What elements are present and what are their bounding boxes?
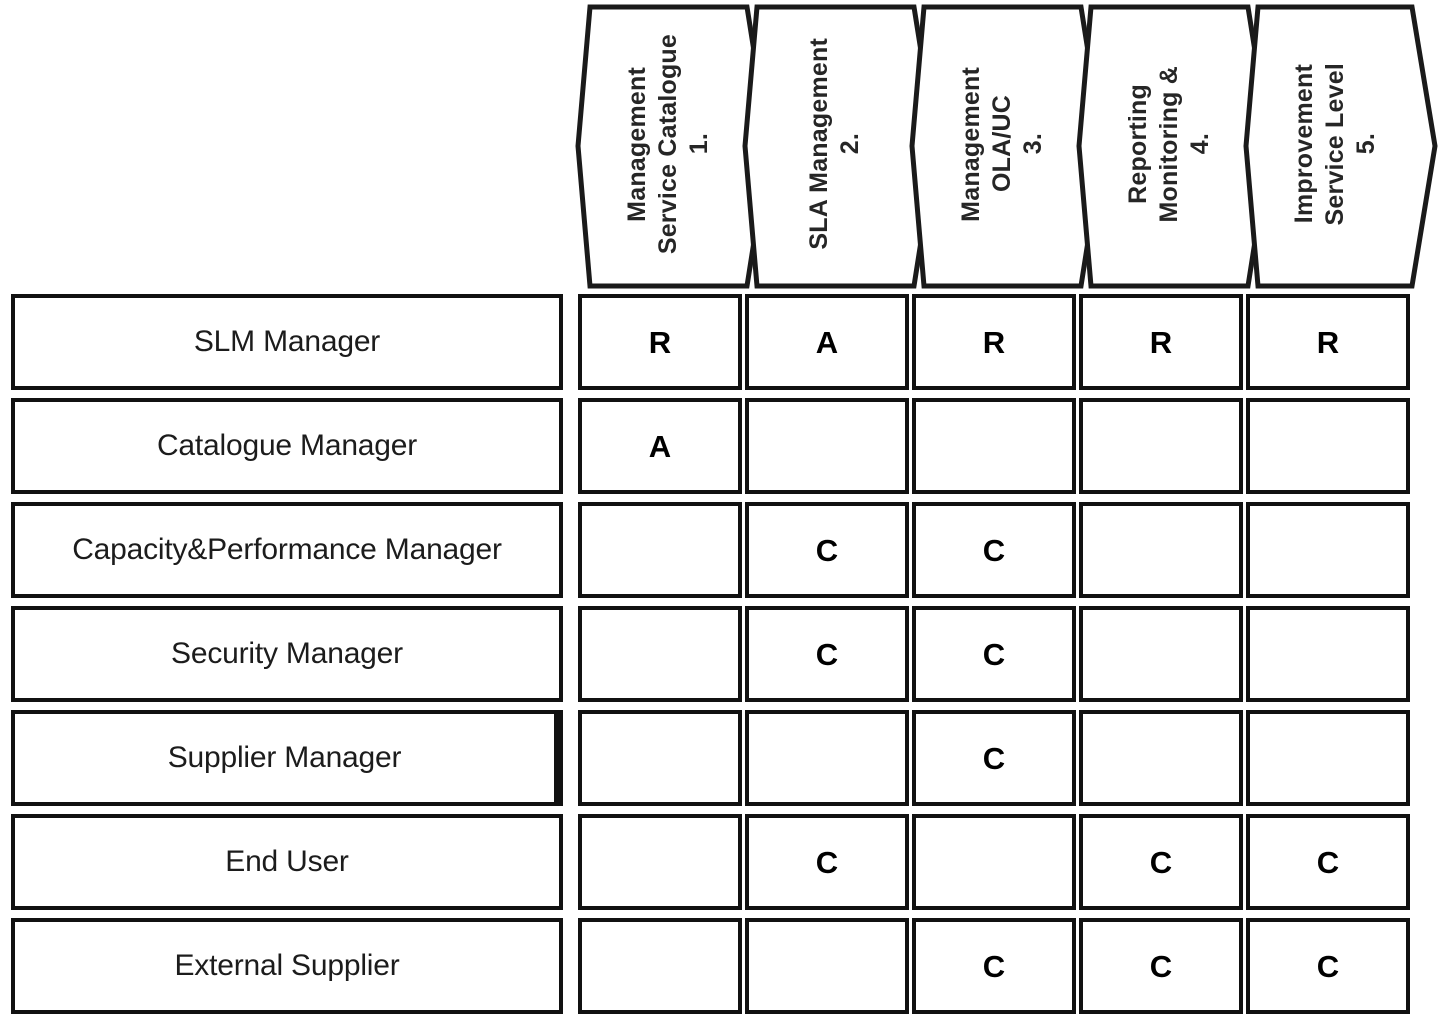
cell-r1-c4[interactable] bbox=[1246, 398, 1410, 494]
cell-value: C bbox=[1316, 844, 1340, 880]
cell-r5-c4[interactable]: C bbox=[1246, 814, 1410, 910]
chevron-shape-5 bbox=[1243, 4, 1438, 289]
row-label-text: Capacity&Performance Manager bbox=[72, 533, 502, 566]
cell-r3-c3[interactable] bbox=[1079, 606, 1243, 702]
cell-r5-c2[interactable] bbox=[912, 814, 1076, 910]
chevron-shapes bbox=[575, 4, 1438, 289]
cell-r4-c4[interactable] bbox=[1246, 710, 1410, 806]
row-label-security-manager[interactable]: Security Manager bbox=[11, 606, 563, 702]
cell-r3-c1[interactable]: C bbox=[745, 606, 909, 702]
process-header-band: 1. Service Catalogue Management 2. SLA M… bbox=[0, 0, 1441, 292]
row-label-text: Supplier Manager bbox=[167, 741, 402, 774]
table-row: Catalogue Manager A bbox=[0, 398, 1441, 494]
table-row: External Supplier C C C bbox=[0, 918, 1441, 1014]
cell-r2-c4[interactable] bbox=[1246, 502, 1410, 598]
cell-value: C bbox=[1316, 948, 1340, 984]
cell-r6-c2[interactable]: C bbox=[912, 918, 1076, 1014]
cell-value: C bbox=[815, 532, 839, 568]
cell-r6-c0[interactable] bbox=[578, 918, 742, 1014]
table-row: End User C C C bbox=[0, 814, 1441, 910]
cell-value: C bbox=[982, 948, 1006, 984]
row-label-slm-manager[interactable]: SLM Manager bbox=[11, 294, 563, 390]
cell-r0-c1[interactable]: A bbox=[745, 294, 909, 390]
row-label-text: End User bbox=[225, 845, 349, 878]
cell-r2-c1[interactable]: C bbox=[745, 502, 909, 598]
chevron-shape-2 bbox=[742, 4, 939, 289]
cell-value: R bbox=[982, 324, 1006, 360]
cell-r6-c1[interactable] bbox=[745, 918, 909, 1014]
cell-value: A bbox=[648, 428, 672, 464]
cell-r2-c2[interactable]: C bbox=[912, 502, 1076, 598]
row-label-catalogue-manager[interactable]: Catalogue Manager bbox=[11, 398, 563, 494]
table-row: Supplier Manager C bbox=[0, 710, 1441, 806]
cell-r3-c0[interactable] bbox=[578, 606, 742, 702]
cell-r4-c0[interactable] bbox=[578, 710, 742, 806]
cell-r0-c4[interactable]: R bbox=[1246, 294, 1410, 390]
cell-r0-c0[interactable]: R bbox=[578, 294, 742, 390]
cell-r6-c4[interactable]: C bbox=[1246, 918, 1410, 1014]
cell-r1-c1[interactable] bbox=[745, 398, 909, 494]
table-row: SLM Manager R A R R R bbox=[0, 294, 1441, 390]
cell-r5-c1[interactable]: C bbox=[745, 814, 909, 910]
chevron-shape-4 bbox=[1076, 4, 1273, 289]
row-label-text: External Supplier bbox=[174, 949, 400, 982]
cell-value: A bbox=[815, 324, 839, 360]
cell-r2-c0[interactable] bbox=[578, 502, 742, 598]
cell-value: R bbox=[648, 324, 672, 360]
table-row: Security Manager C C bbox=[0, 606, 1441, 702]
cell-value: C bbox=[815, 636, 839, 672]
cell-value: C bbox=[815, 844, 839, 880]
row-label-text: Catalogue Manager bbox=[156, 429, 418, 462]
cell-r0-c2[interactable]: R bbox=[912, 294, 1076, 390]
row-label-text: SLM Manager bbox=[193, 325, 381, 358]
row-label-capacity-performance-manager[interactable]: Capacity&Performance Manager bbox=[11, 502, 563, 598]
cell-value: C bbox=[1149, 948, 1173, 984]
cell-r1-c3[interactable] bbox=[1079, 398, 1243, 494]
cell-value: C bbox=[1149, 844, 1173, 880]
cell-value: C bbox=[982, 636, 1006, 672]
cell-r2-c3[interactable] bbox=[1079, 502, 1243, 598]
cell-r4-c3[interactable] bbox=[1079, 710, 1243, 806]
cell-value: C bbox=[982, 740, 1006, 776]
cell-r0-c3[interactable]: R bbox=[1079, 294, 1243, 390]
cell-value: R bbox=[1316, 324, 1340, 360]
row-label-text: Security Manager bbox=[171, 637, 403, 670]
cell-value: R bbox=[1149, 324, 1173, 360]
cell-r4-c1[interactable] bbox=[745, 710, 909, 806]
cell-value: C bbox=[982, 532, 1006, 568]
row-label-end-user[interactable]: End User bbox=[11, 814, 563, 910]
cell-r6-c3[interactable]: C bbox=[1079, 918, 1243, 1014]
chevron-shape-3 bbox=[909, 4, 1106, 289]
row-label-external-supplier[interactable]: External Supplier bbox=[11, 918, 563, 1014]
table-row: Capacity&Performance Manager C C bbox=[0, 502, 1441, 598]
matrix-body: SLM Manager R A R R R Catalogue Manager … bbox=[0, 288, 1441, 1014]
chevron-shape-1 bbox=[575, 4, 772, 289]
cell-r1-c0[interactable]: A bbox=[578, 398, 742, 494]
cell-r1-c2[interactable] bbox=[912, 398, 1076, 494]
cell-r5-c3[interactable]: C bbox=[1079, 814, 1243, 910]
row-label-supplier-manager[interactable]: Supplier Manager bbox=[11, 710, 563, 806]
cell-r4-c2[interactable]: C bbox=[912, 710, 1076, 806]
cell-r5-c0[interactable] bbox=[578, 814, 742, 910]
cell-r3-c2[interactable]: C bbox=[912, 606, 1076, 702]
cell-r3-c4[interactable] bbox=[1246, 606, 1410, 702]
